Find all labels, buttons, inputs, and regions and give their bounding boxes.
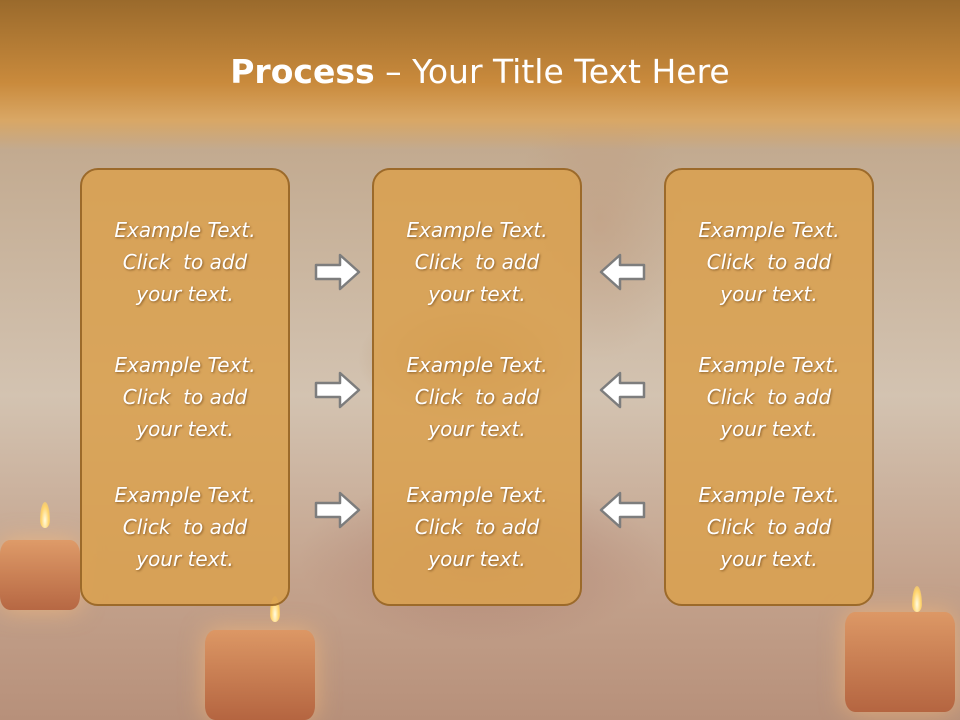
text-line: Example Text. [114, 353, 256, 377]
text-placeholder[interactable]: Example Text. Click to add your text. [374, 349, 580, 445]
text-placeholder[interactable]: Example Text. Click to add your text. [374, 479, 580, 575]
text-line: your text. [136, 417, 234, 441]
left-arrow-icon [599, 491, 646, 529]
candle-flame-icon [912, 586, 922, 612]
text-line: your text. [720, 547, 818, 571]
text-line: Example Text. [406, 483, 548, 507]
candle-flame-icon [270, 596, 280, 622]
text-line: your text. [136, 547, 234, 571]
text-line: Click to add [122, 385, 248, 409]
text-line: Click to add [706, 250, 832, 274]
slide-title[interactable]: Process – Your Title Text Here [0, 52, 960, 91]
text-line: Example Text. [406, 218, 548, 242]
text-line: your text. [428, 282, 526, 306]
text-line: your text. [720, 282, 818, 306]
text-placeholder[interactable]: Example Text. Click to add your text. [666, 349, 872, 445]
text-line: Example Text. [114, 483, 256, 507]
text-placeholder[interactable]: Example Text. Click to add your text. [666, 214, 872, 310]
candle-right [845, 612, 955, 712]
right-arrow-icon [314, 253, 361, 291]
text-line: Example Text. [698, 218, 840, 242]
text-placeholder[interactable]: Example Text. Click to add your text. [82, 214, 288, 310]
right-arrow-icon [314, 371, 361, 409]
text-placeholder[interactable]: Example Text. Click to add your text. [82, 479, 288, 575]
title-bar [0, 0, 960, 150]
title-bold: Process [230, 52, 375, 91]
process-box-left[interactable]: Example Text. Click to add your text. Ex… [80, 168, 290, 606]
process-box-right[interactable]: Example Text. Click to add your text. Ex… [664, 168, 874, 606]
left-arrow-icon [599, 371, 646, 409]
text-line: Example Text. [698, 483, 840, 507]
left-arrow-icon [599, 253, 646, 291]
text-line: Click to add [122, 515, 248, 539]
process-box-center[interactable]: Example Text. Click to add your text. Ex… [372, 168, 582, 606]
text-line: your text. [428, 417, 526, 441]
text-line: Example Text. [114, 218, 256, 242]
right-arrow-icon [314, 491, 361, 529]
text-line: Click to add [414, 385, 540, 409]
text-line: Click to add [122, 250, 248, 274]
text-line: Example Text. [406, 353, 548, 377]
text-line: Click to add [706, 515, 832, 539]
text-placeholder[interactable]: Example Text. Click to add your text. [82, 349, 288, 445]
text-line: your text. [136, 282, 234, 306]
text-line: Example Text. [698, 353, 840, 377]
text-line: Click to add [414, 250, 540, 274]
candle-bottom [205, 630, 315, 720]
text-placeholder[interactable]: Example Text. Click to add your text. [666, 479, 872, 575]
text-line: Click to add [706, 385, 832, 409]
text-line: Click to add [414, 515, 540, 539]
title-rest: – Your Title Text Here [374, 52, 730, 91]
candle-left [0, 540, 80, 610]
text-placeholder[interactable]: Example Text. Click to add your text. [374, 214, 580, 310]
text-line: your text. [720, 417, 818, 441]
candle-flame-icon [40, 502, 50, 528]
text-line: your text. [428, 547, 526, 571]
